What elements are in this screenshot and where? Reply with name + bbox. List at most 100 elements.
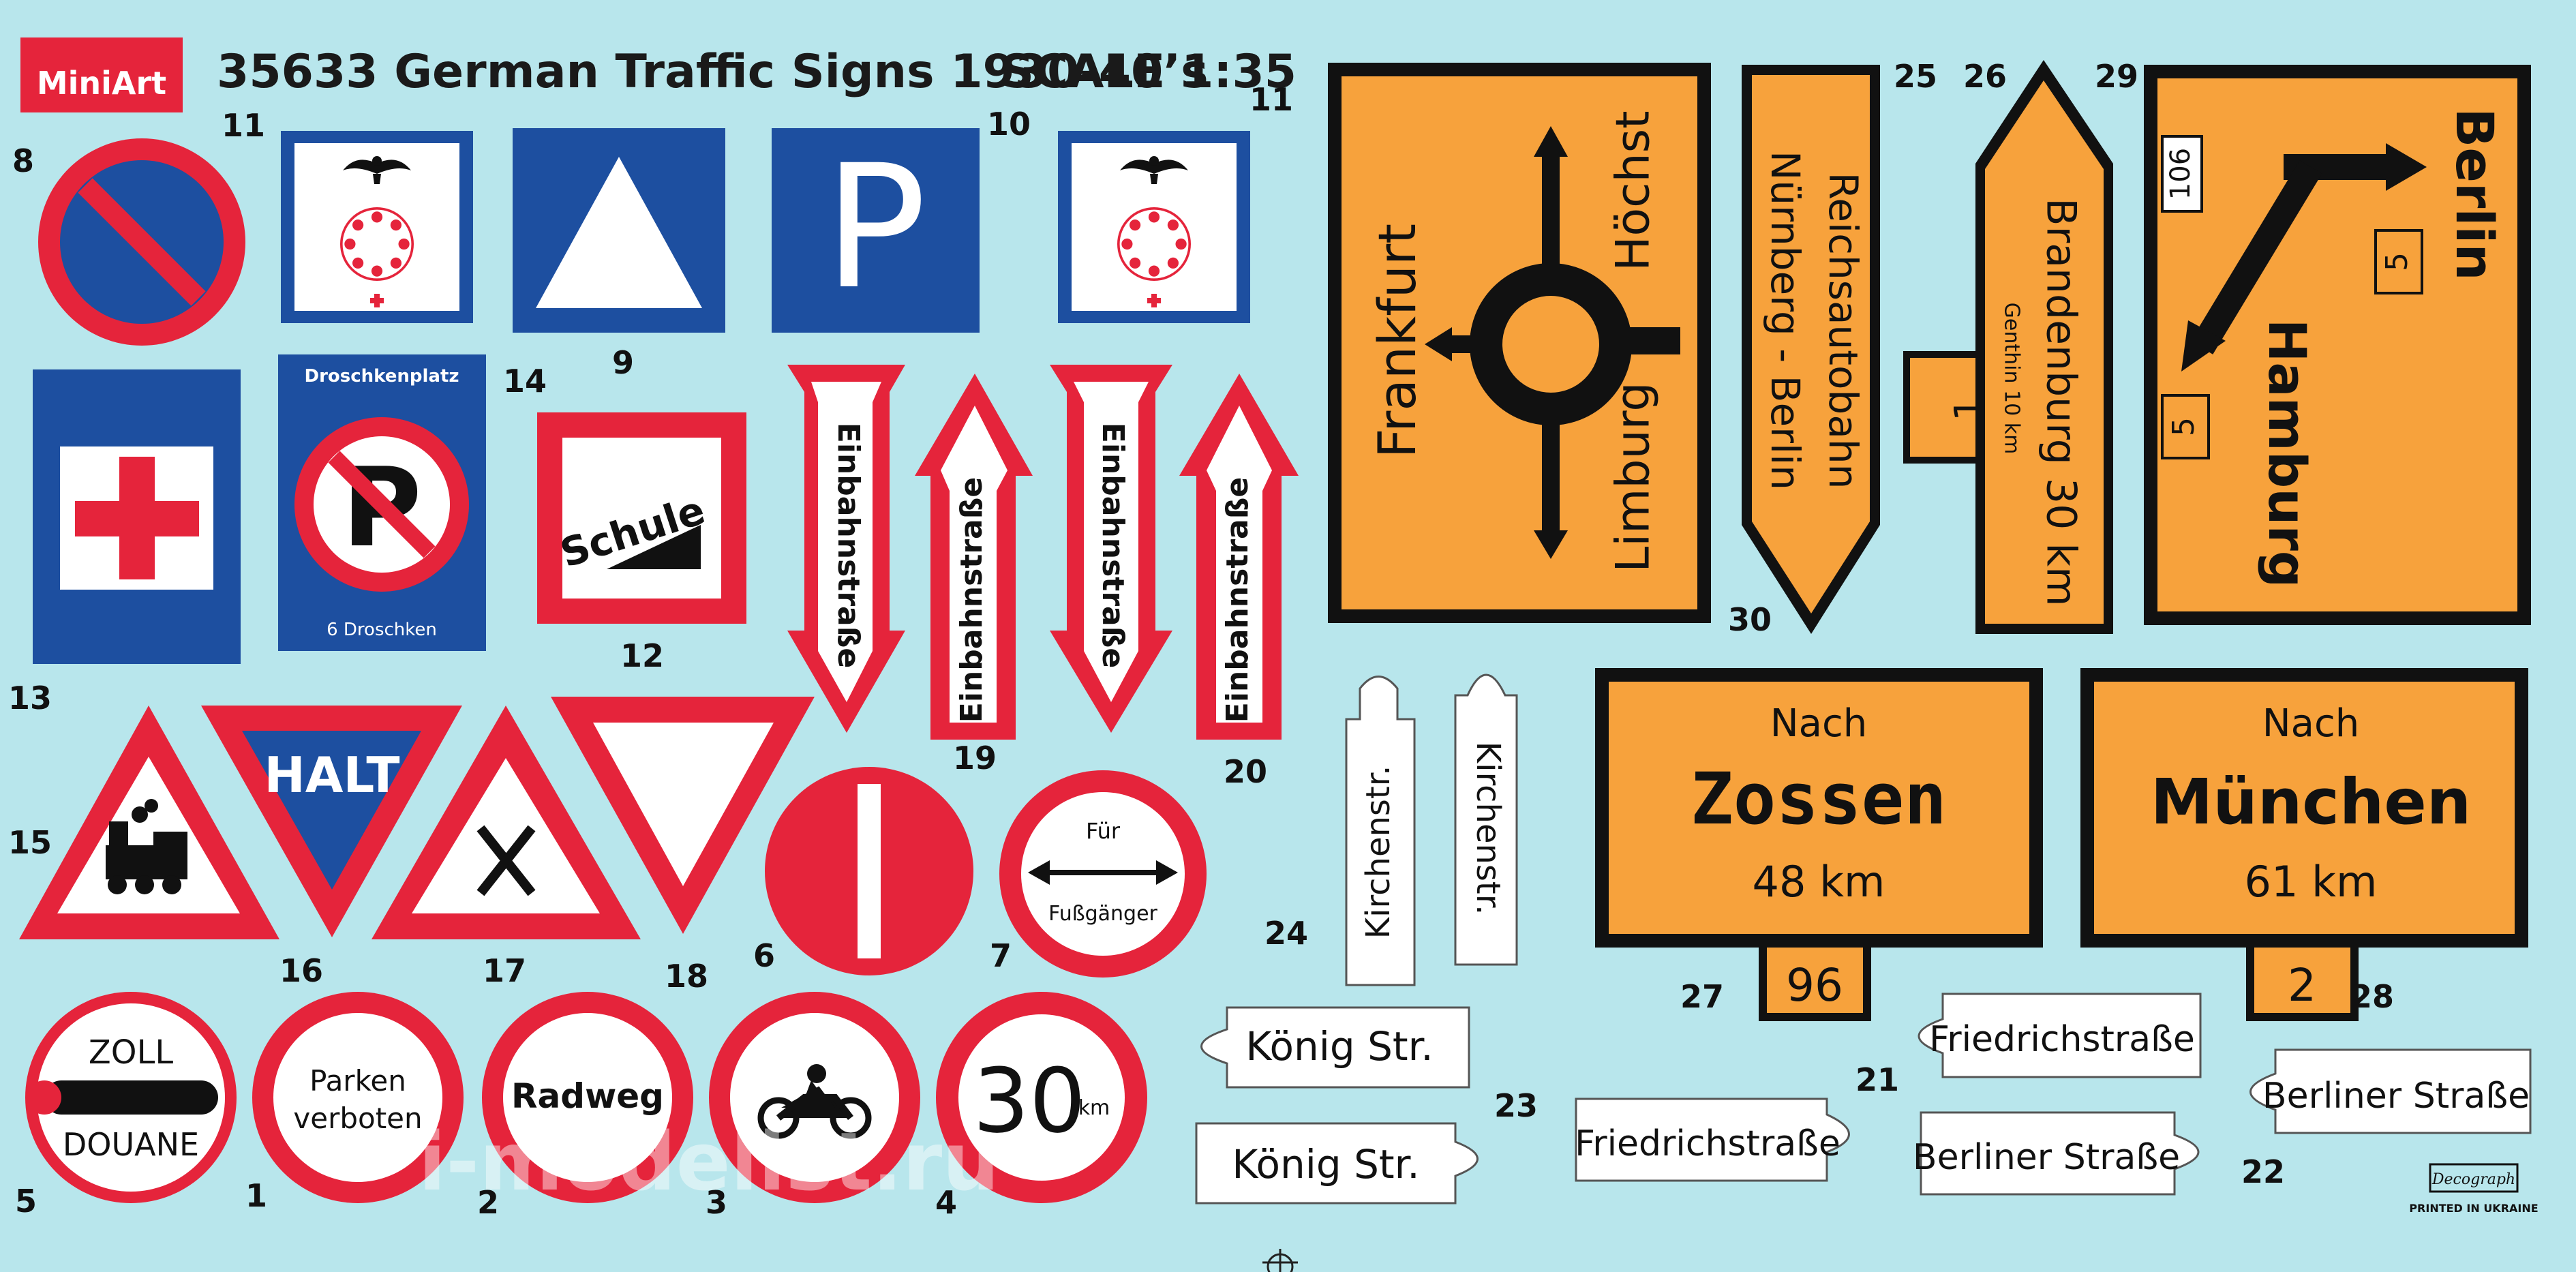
svg-text:MiniArt: MiniArt xyxy=(37,65,166,102)
motorcycle-icon xyxy=(757,1064,872,1139)
street-name-plate-vertical: Kirchenstr. xyxy=(1454,673,1518,966)
svg-text:Decograph: Decograph xyxy=(2431,1171,2515,1188)
svg-text:Genthin 10 km: Genthin 10 km xyxy=(2000,303,2024,455)
svg-text:2: 2 xyxy=(2288,959,2316,1012)
svg-text:km: km xyxy=(1078,1096,1110,1120)
decal-number: 17 xyxy=(483,952,526,989)
decal-number: 9 xyxy=(612,344,634,381)
svg-text:Einbahnstraße: Einbahnstraße xyxy=(831,423,866,668)
svg-text:Friedrichstraße: Friedrichstraße xyxy=(1929,1019,2195,1060)
decal-number: 5 xyxy=(15,1183,37,1220)
no-entry-sign xyxy=(765,767,973,975)
roundabout-direction-sign: Frankfurt Höchst Limburg xyxy=(1328,63,1711,623)
svg-text:Friedrichstraße: Friedrichstraße xyxy=(1575,1123,1840,1164)
decal-number: 27 xyxy=(1680,978,1724,1015)
svg-text:5: 5 xyxy=(2380,252,2414,271)
decal-number: 3 xyxy=(706,1184,727,1221)
svg-text:Einbahnstraße: Einbahnstraße xyxy=(954,477,989,723)
registration-mark xyxy=(1262,1249,1298,1272)
customs-sign: ZOLL DOUANE xyxy=(25,992,237,1203)
street-name-plate-vertical: Kirchenstr. xyxy=(1345,676,1416,986)
decal-number: 20 xyxy=(1224,753,1267,790)
svg-text:Nürnberg - Berlin: Nürnberg - Berlin xyxy=(1762,151,1808,490)
decal-number: 21 xyxy=(1855,1061,1899,1098)
decal-number: 8 xyxy=(12,142,34,179)
sheet-title: 35633 German Traffic Signs 1930-40’s xyxy=(217,45,1209,99)
svg-text:Limburg: Limburg xyxy=(1607,382,1661,572)
street-name-plate: Friedrichstraße xyxy=(1918,993,2202,1078)
one-way-sign-up: Einbahnstraße xyxy=(915,374,1033,740)
svg-text:96: 96 xyxy=(1786,959,1843,1012)
decal-number: 13 xyxy=(8,680,52,716)
decal-number: 4 xyxy=(935,1184,957,1221)
one-way-sign-down: Einbahnstraße xyxy=(787,365,905,733)
junction-direction-sign: 106 5 5 Berlin Hamburg xyxy=(2144,65,2531,625)
decal-number: 15 xyxy=(8,824,52,861)
svg-text:Nach: Nach xyxy=(1770,701,1868,746)
decal-number: 12 xyxy=(620,637,664,674)
decal-number: 16 xyxy=(279,952,323,989)
emergency-phone-sign xyxy=(281,131,473,323)
decal-number: 23 xyxy=(1494,1087,1538,1124)
decal-number: 18 xyxy=(665,958,708,995)
hazard-warning-sign xyxy=(513,128,725,333)
decal-number: 14 xyxy=(503,363,547,399)
town-distance-sign: Nach Zossen 48 km 96 xyxy=(1595,668,2043,1021)
svg-text:30: 30 xyxy=(973,1049,1085,1153)
street-name-plate: König Str. xyxy=(1200,1006,1470,1089)
street-name-plate: Berliner Straße xyxy=(1913,1111,2200,1196)
decograph-logo: Decograph xyxy=(2429,1163,2519,1193)
school-sign: Schule xyxy=(537,412,746,624)
svg-text:Brandenburg 30 km: Brandenburg 30 km xyxy=(2037,198,2085,606)
watermark-text: i-modelist.ru xyxy=(419,1115,1000,1209)
railway-crossing-sign xyxy=(19,706,279,939)
svg-text:106: 106 xyxy=(2165,148,2196,200)
decal-number: 24 xyxy=(1264,915,1308,952)
decal-number: 6 xyxy=(753,937,775,974)
town-distance-sign: Nach München 61 km 2 xyxy=(2080,668,2528,1021)
decal-number: 19 xyxy=(953,740,997,776)
svg-text:Berliner Straße: Berliner Straße xyxy=(2262,1076,2530,1117)
svg-text:6 Droschken: 6 Droschken xyxy=(327,620,437,640)
svg-text:5: 5 xyxy=(2166,417,2201,436)
decal-number: 25 xyxy=(1894,58,1937,95)
no-stopping-sign xyxy=(38,138,245,346)
svg-text:Berliner Straße: Berliner Straße xyxy=(1913,1137,2180,1178)
svg-text:ZOLL: ZOLL xyxy=(89,1033,173,1072)
svg-text:Droschkenplatz: Droschkenplatz xyxy=(304,366,459,387)
decal-number: 1 xyxy=(245,1177,267,1214)
emergency-phone-sign xyxy=(1058,131,1250,323)
svg-text:verboten: verboten xyxy=(293,1102,422,1135)
crossroads-sign xyxy=(372,706,641,939)
svg-text:HALT: HALT xyxy=(264,746,399,804)
decal-number: 7 xyxy=(990,937,1012,974)
halt-sign: HALT xyxy=(201,706,462,937)
taxi-stand-sign: Droschkenplatz P 6 Droschken xyxy=(278,354,486,651)
street-name-plate: Berliner Straße xyxy=(2249,1048,2532,1134)
svg-text:Reichsautobahn: Reichsautobahn xyxy=(1820,172,1866,489)
yield-sign xyxy=(551,697,815,934)
sheet-scale: SCALE 1:35 xyxy=(1001,45,1297,99)
decal-number: 29 xyxy=(2095,58,2138,95)
svg-text:Fußgänger: Fußgänger xyxy=(1048,902,1157,926)
decal-number: 10 xyxy=(987,106,1031,142)
svg-text:Kirchenstr.: Kirchenstr. xyxy=(1359,766,1397,939)
no-motorcycles-sign xyxy=(709,992,920,1203)
svg-text:Einbahnstraße: Einbahnstraße xyxy=(1220,477,1255,723)
svg-text:Höchst: Höchst xyxy=(1607,110,1661,271)
one-way-sign-up: Einbahnstraße xyxy=(1179,374,1299,740)
decal-number: 2 xyxy=(477,1184,499,1221)
street-name-plate: Friedrichstraße xyxy=(1575,1097,1850,1182)
svg-text:Für: Für xyxy=(1086,818,1121,844)
pedestrians-only-sign: Für Fußgänger xyxy=(999,770,1207,978)
printed-in-text: PRINTED IN UKRAINE xyxy=(2409,1202,2538,1215)
svg-text:Kirchenstr.: Kirchenstr. xyxy=(1469,742,1507,915)
decal-number: 30 xyxy=(1728,601,1772,638)
svg-text:Zossen: Zossen xyxy=(1691,757,1947,841)
speed-limit-sign: 30 km xyxy=(936,992,1147,1203)
svg-text:48 km: 48 km xyxy=(1753,857,1885,907)
svg-text:Nach: Nach xyxy=(2262,701,2360,746)
svg-text:DOUANE: DOUANE xyxy=(63,1126,199,1163)
svg-text:München: München xyxy=(2151,766,2471,838)
